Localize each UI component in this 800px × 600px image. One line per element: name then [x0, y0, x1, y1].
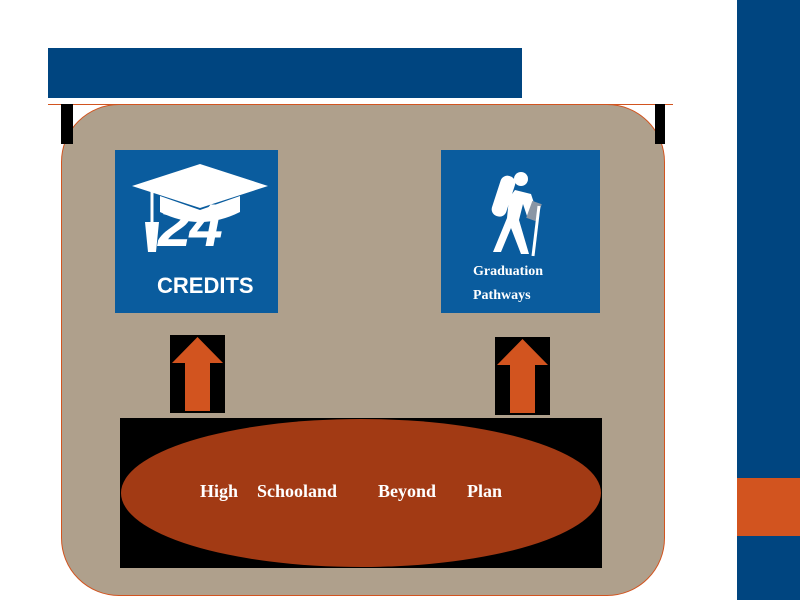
plan-word-schooland: Schooland: [257, 481, 338, 501]
side-accent: [737, 478, 800, 536]
plan-word-beyond: Beyond: [378, 481, 437, 501]
pathways-label-line1: Graduation: [473, 264, 544, 279]
arrow-up-icon: [172, 337, 223, 411]
hiker-icon: [491, 172, 542, 257]
plan-ellipse: [121, 419, 601, 567]
graduation-cap-icon: [132, 164, 268, 252]
credits-number: 24: [158, 192, 223, 259]
plan-word-plan: Plan: [467, 481, 503, 501]
panel-corner-left: [61, 104, 73, 144]
plan-word-high: High: [200, 481, 239, 501]
pathways-label-line2: Pathways: [473, 288, 531, 303]
panel-corner-right: [655, 104, 665, 144]
title-bar: [48, 48, 522, 98]
arrow-up-icon: [497, 339, 548, 413]
credits-label: CREDITS: [157, 273, 254, 298]
